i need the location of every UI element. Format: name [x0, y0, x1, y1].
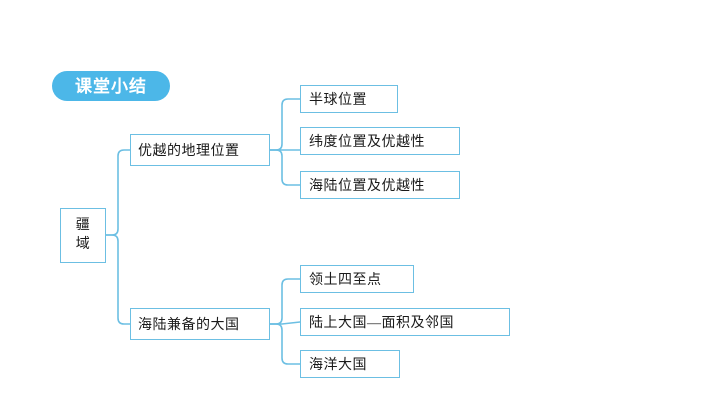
node-leaf-hemisphere-position-label: 半球位置 [309, 93, 367, 108]
node-leaf-latitude-position-label: 纬度位置及优越性 [309, 135, 425, 150]
node-leaf-four-extremities[interactable]: 领土四至点 [300, 265, 414, 293]
node-branch-geographic-position[interactable]: 优越的地理位置 [130, 134, 270, 166]
node-leaf-land-power-area-neighbors-label: 陆上大国—面积及邻国 [309, 316, 454, 331]
edge-root-to-sea [105, 234, 131, 325]
node-root-label: 疆 域 [75, 217, 91, 252]
edge-sea-to-f [269, 323, 301, 365]
edge-geo-to-c [269, 149, 301, 186]
node-leaf-latitude-position[interactable]: 纬度位置及优越性 [300, 127, 460, 155]
node-leaf-maritime-power-label: 海洋大国 [309, 358, 367, 373]
section-title-badge: 课堂小结 [52, 71, 170, 101]
node-leaf-land-power-area-neighbors[interactable]: 陆上大国—面积及邻国 [300, 308, 510, 336]
edge-root-to-geo [105, 149, 131, 236]
node-branch-geographic-position-label: 优越的地理位置 [138, 144, 240, 159]
edge-sea-to-e [269, 321, 301, 325]
node-leaf-four-extremities-label: 领土四至点 [309, 273, 382, 288]
node-leaf-maritime-power[interactable]: 海洋大国 [300, 350, 400, 378]
edge-sea-to-d [269, 278, 301, 325]
node-leaf-land-sea-position[interactable]: 海陆位置及优越性 [300, 171, 460, 199]
node-leaf-land-sea-position-label: 海陆位置及优越性 [309, 179, 425, 194]
node-root[interactable]: 疆 域 [60, 208, 106, 263]
node-leaf-hemisphere-position[interactable]: 半球位置 [300, 85, 398, 113]
edge-geo-to-a [269, 98, 301, 151]
node-branch-land-sea-power[interactable]: 海陆兼备的大国 [130, 308, 270, 340]
section-title-label: 课堂小结 [75, 76, 147, 96]
node-branch-land-sea-power-label: 海陆兼备的大国 [138, 318, 240, 333]
